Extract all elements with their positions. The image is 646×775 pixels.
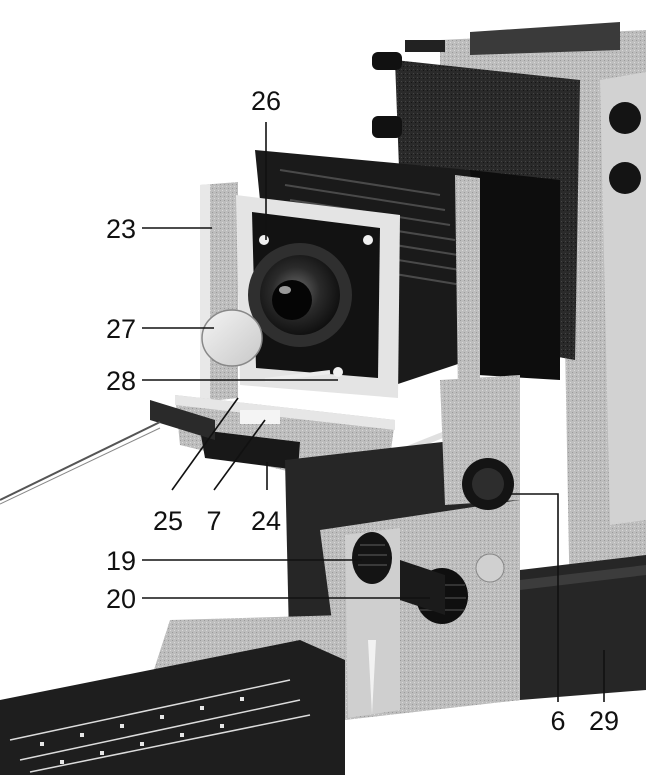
callout-28: 28 <box>106 366 136 396</box>
optical-bench-rail <box>0 555 646 775</box>
callout-7: 7 <box>206 506 221 536</box>
callout-25: 25 <box>153 506 183 536</box>
rear-camera-body <box>372 22 646 610</box>
callout-27: 27 <box>106 314 136 344</box>
callout-23: 23 <box>106 214 136 244</box>
front-standard <box>0 182 457 505</box>
callout-26: 26 <box>251 86 281 116</box>
callout-29: 29 <box>589 706 619 736</box>
callout-labels: 26 23 27 28 25 7 24 19 20 6 29 <box>106 86 619 736</box>
callout-19: 19 <box>106 546 136 576</box>
leader-lines <box>142 122 605 702</box>
mirror-disc <box>201 309 263 367</box>
callout-20: 20 <box>106 584 136 614</box>
callout-6: 6 <box>550 706 565 736</box>
callout-24: 24 <box>251 506 281 536</box>
knob-19 <box>352 532 392 584</box>
